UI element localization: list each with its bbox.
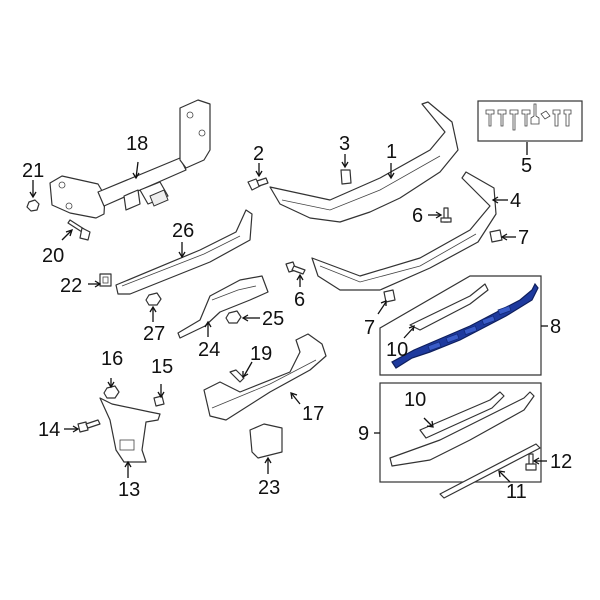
nut-part-21[interactable] bbox=[26, 199, 40, 212]
callout-labels: 1 2 3 4 5 6 6 7 7 8 9 10 10 11 12 13 14 … bbox=[22, 133, 572, 503]
reinforcement-part-17[interactable] bbox=[203, 333, 327, 421]
callout-25[interactable]: 25 bbox=[262, 308, 284, 330]
clip-part-15[interactable] bbox=[153, 395, 165, 407]
callout-18[interactable]: 18 bbox=[126, 133, 148, 155]
highlighted-panels bbox=[427, 305, 512, 352]
bumper-cover-part-1[interactable] bbox=[269, 101, 459, 223]
callout-3[interactable]: 3 bbox=[339, 133, 350, 155]
bolt-part-19[interactable] bbox=[229, 369, 245, 383]
bolt-part-12[interactable] bbox=[525, 453, 537, 471]
nut-part-25[interactable] bbox=[225, 310, 242, 324]
callout-5[interactable]: 5 bbox=[521, 155, 532, 177]
trim-strip-part-11[interactable] bbox=[439, 443, 541, 499]
callout-26[interactable]: 26 bbox=[172, 220, 194, 242]
callout-15[interactable]: 15 bbox=[151, 356, 173, 378]
bracket-part-24[interactable] bbox=[177, 275, 269, 339]
bolt-part-2[interactable] bbox=[247, 177, 269, 191]
callout-14[interactable]: 14 bbox=[38, 419, 60, 441]
callout-10-box9[interactable]: 10 bbox=[404, 389, 426, 411]
trailer-hitch-part-18[interactable] bbox=[49, 99, 211, 219]
nut-part-16[interactable] bbox=[103, 385, 120, 399]
callout-7-left[interactable]: 7 bbox=[364, 317, 375, 339]
bracket-part-13[interactable] bbox=[99, 397, 161, 463]
callout-9[interactable]: 9 bbox=[358, 423, 369, 445]
bolt-part-6-lower[interactable] bbox=[285, 261, 306, 275]
clip-part-22[interactable] bbox=[99, 273, 112, 287]
callout-13[interactable]: 13 bbox=[118, 479, 140, 501]
bolt-part-6-upper[interactable] bbox=[440, 207, 452, 223]
callout-7-right[interactable]: 7 bbox=[518, 227, 529, 249]
callout-11[interactable]: 11 bbox=[506, 481, 527, 503]
callout-6-lower[interactable]: 6 bbox=[294, 289, 305, 311]
callout-21[interactable]: 21 bbox=[22, 160, 44, 182]
callout-24[interactable]: 24 bbox=[198, 339, 220, 361]
callout-6-upper[interactable]: 6 bbox=[412, 205, 423, 227]
callout-23[interactable]: 23 bbox=[258, 477, 280, 499]
callout-19[interactable]: 19 bbox=[250, 343, 272, 365]
nut-part-27[interactable] bbox=[145, 292, 162, 306]
bolt-part-14[interactable] bbox=[77, 419, 101, 433]
leader-lines bbox=[29, 142, 548, 483]
callout-17[interactable]: 17 bbox=[302, 403, 324, 425]
callout-27[interactable]: 27 bbox=[143, 323, 165, 345]
reinforcement-part-26[interactable] bbox=[115, 209, 253, 295]
bumper-cover-part-4[interactable] bbox=[311, 171, 497, 291]
hardware-kit-part-5[interactable] bbox=[477, 100, 583, 142]
clip-part-3[interactable] bbox=[340, 169, 352, 185]
bolt-part-20[interactable] bbox=[67, 219, 91, 241]
clip-part-7-left[interactable] bbox=[383, 289, 396, 303]
bracket-part-23[interactable] bbox=[249, 423, 283, 459]
callout-16[interactable]: 16 bbox=[101, 348, 123, 370]
callout-22[interactable]: 22 bbox=[60, 275, 82, 297]
callout-2[interactable]: 2 bbox=[253, 143, 264, 165]
callout-8[interactable]: 8 bbox=[550, 316, 561, 338]
clip-part-7-right[interactable] bbox=[489, 229, 503, 243]
skid-plate-assembly-box-8[interactable] bbox=[379, 275, 542, 376]
callout-20[interactable]: 20 bbox=[42, 245, 64, 267]
callout-4[interactable]: 4 bbox=[510, 190, 521, 212]
skid-plate-assembly-box-9[interactable] bbox=[379, 382, 542, 483]
callout-10-box8[interactable]: 10 bbox=[386, 339, 408, 361]
callout-1[interactable]: 1 bbox=[386, 141, 397, 163]
callout-12[interactable]: 12 bbox=[550, 451, 572, 473]
